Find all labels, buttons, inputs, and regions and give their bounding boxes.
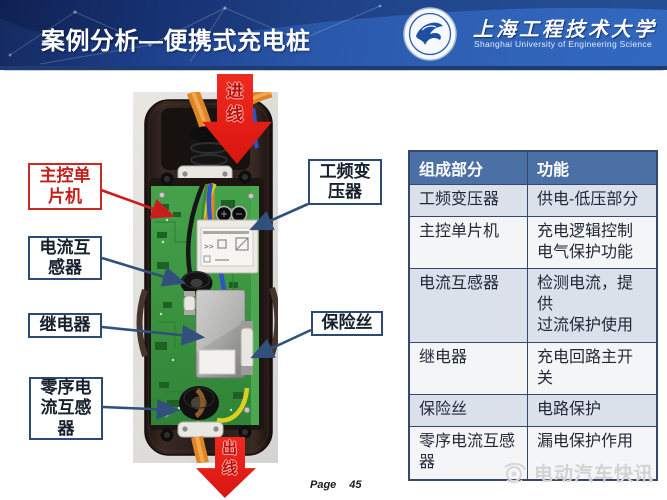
table-row: 电流互感器 检测电流，提供 过流保护使用 (408, 268, 658, 343)
university-name-cn: 上海工程技术大学 (473, 19, 657, 41)
university-name-en: Shanghai University of Engineering Scien… (474, 39, 652, 49)
outlet-arrow-label: 出线 (222, 440, 238, 478)
component-table: 组成部分 功能 工频变压器 供电-低压部分 主控单片机 充电逻辑控制 电气保护功… (408, 150, 658, 481)
callout-zero-sequence-label: 零序电流互感器 (40, 378, 92, 438)
transformer-component: >> (196, 219, 259, 274)
table-row: 保险丝 电路保护 (408, 394, 658, 428)
watermark-swirl-icon (504, 462, 526, 483)
wire-black (186, 183, 206, 275)
callout-relay: 继电器 (28, 313, 102, 338)
cell-function: 电路保护 (527, 394, 658, 428)
watermark: 电动汽车快讯 (501, 459, 654, 486)
table-row: 零序电流互感器 漏电保护作用 (408, 426, 658, 481)
cell-function: 检测电流，提供 过流保护使用 (527, 268, 658, 343)
callout-transformer-label: 工频变压器 (319, 161, 371, 201)
page-number: 45 (349, 479, 362, 491)
callout-fuse: 保险丝 (311, 311, 383, 336)
svg-text:>>: >> (204, 242, 214, 251)
callout-mcu: 主控单片机 (28, 163, 102, 210)
cable-clamp-bottom (177, 421, 224, 439)
table-row: 主控单片机 充电逻辑控制 电气保护功能 (408, 215, 658, 270)
table-header-component: 组成部分 (408, 150, 528, 185)
cell-component: 保险丝 (408, 394, 528, 428)
header-band: 案例分析—便携式充电桩 上海工程技术大学 Shanghai University… (0, 0, 667, 70)
table-row: 继电器 充电回路主开关 (408, 341, 658, 396)
university-logo-icon (402, 6, 458, 62)
cell-function: 供电-低压部分 (527, 184, 658, 217)
page-title: 案例分析—便携式充电桩 (41, 28, 311, 55)
watermark-text: 电动汽车快讯 (534, 464, 655, 485)
cell-component: 电流互感器 (408, 268, 528, 343)
table-header-function: 功能 (527, 150, 658, 185)
table-row: 工频变压器 供电-低压部分 (408, 184, 658, 217)
cell-component: 主控单片机 (408, 215, 528, 270)
callout-current-transformer: 电流互感器 (28, 236, 102, 280)
cell-function: 充电回路主开关 (527, 341, 658, 396)
fuse-right (240, 321, 254, 375)
cell-component: 工频变压器 (408, 184, 528, 217)
screw-posts (160, 170, 252, 442)
cell-function: 漏电保护作用 (527, 426, 658, 481)
cell-component: 继电器 (408, 341, 528, 396)
callout-zero-sequence: 零序电流互感器 (29, 377, 103, 440)
capacitors (215, 205, 248, 223)
handle-left (136, 289, 148, 357)
wire-yellow-bottom (216, 387, 250, 423)
current-transformer-toroid (180, 271, 213, 295)
callout-fuse-label: 保险丝 (321, 313, 373, 333)
device-photo: >> (133, 92, 278, 463)
callout-relay-label: 继电器 (39, 315, 91, 335)
cell-function: 充电逻辑控制 电气保护功能 (527, 215, 658, 270)
relay-component (195, 289, 246, 379)
callout-mcu-label: 主控单片机 (39, 166, 91, 206)
page-indicator: Page 45 (310, 479, 362, 491)
table-header-row: 组成部分 功能 (408, 150, 658, 185)
callout-transformer: 工频变压器 (308, 159, 382, 205)
callout-current-transformer-label: 电流互感器 (39, 237, 91, 277)
page-label: Page (310, 479, 337, 491)
fuse-left (183, 291, 196, 315)
zero-sequence-toroid (179, 386, 219, 420)
inlet-arrow-label: 进线 (226, 82, 244, 124)
